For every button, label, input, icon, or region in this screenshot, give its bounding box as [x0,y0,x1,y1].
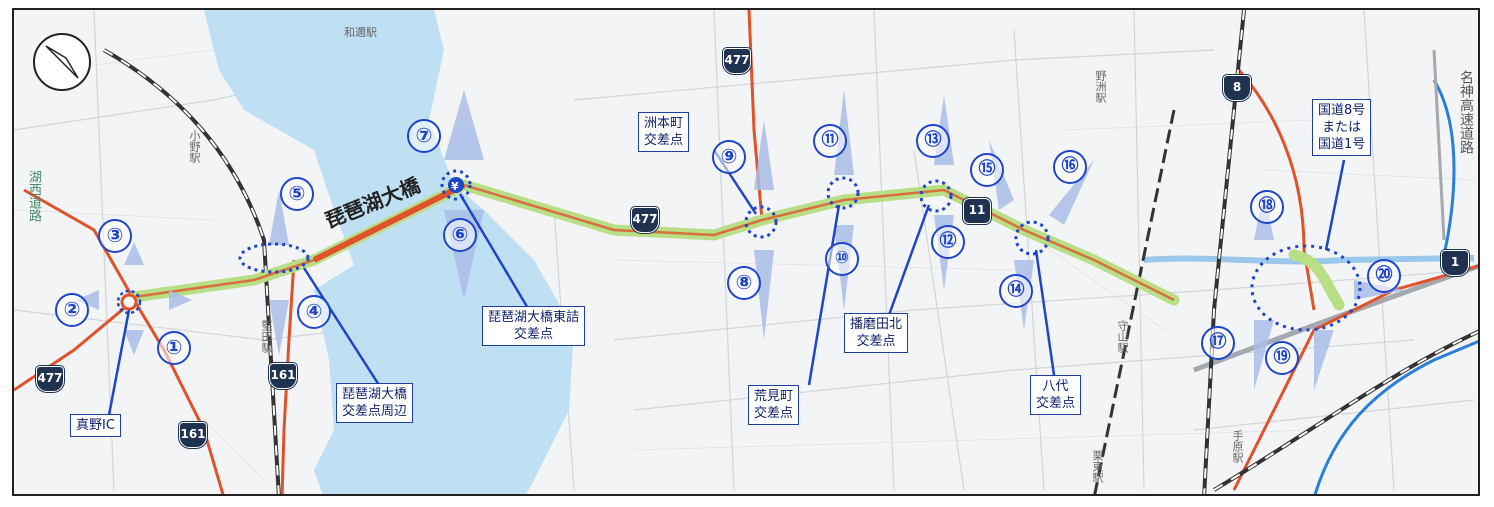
point-9: ⑨ [712,140,746,174]
point-20: ⑳ [1367,259,1401,293]
focus-harimadakita [919,179,953,213]
point-14: ⑭ [999,274,1033,308]
point-8: ⑧ [727,266,761,300]
station-label-tehara: 手原駅 [1231,430,1244,463]
point-17: ⑰ [1201,326,1235,360]
point-12: ⑫ [931,225,965,259]
station-label-ritto: 栗東駅 [1091,450,1104,483]
callout-biwako-bridge-area: 琵琶湖大橋交差点周辺 [336,383,414,423]
callout-mano-ic: 真野IC [70,414,121,437]
road-label-meishin: 名神高速道路 [1458,70,1474,154]
route-477-shield-center: 477 [631,207,659,233]
biwako-bridge [312,182,466,263]
focus-national-route [1250,244,1362,332]
north-arrow-compass [33,33,91,91]
point-16: ⑯ [1053,150,1087,184]
river-south [1313,340,1478,494]
point-7: ⑦ [407,119,441,153]
point-19: ⑲ [1265,341,1299,375]
map-canvas: 琵琶湖大橋 ¥ [14,10,1478,494]
point-10: ⑩ [825,242,859,276]
yen-symbol: ¥ [451,180,459,193]
callout-yashiro: 八代交差点 [1030,375,1082,415]
callout-harimadakita: 播磨田北交差点 [844,313,909,353]
map-frame: 琵琶湖大橋 ¥ 477 477 477 161 161 8 1 11 和邇駅 小… [12,8,1480,496]
route-477-shield-west: 477 [36,366,64,392]
route-161-shield-2: 161 [179,422,207,448]
road-label-kosei: 湖西道路 [26,170,41,222]
callout-suhoncho: 洲本町交差点 [638,112,690,152]
point-18: ⑱ [1250,190,1284,224]
focus-biwako-bridge-area [238,242,310,274]
river-east [1432,79,1475,262]
route-477-shield-north: 477 [723,48,751,74]
focus-suhoncho [744,205,778,239]
route-161-shield-1: 161 [269,363,297,389]
point-5: ⑤ [280,177,314,211]
railways [103,10,1478,494]
point-4: ④ [297,295,331,329]
leader-lines [107,149,1346,416]
river-yasu [1143,255,1475,265]
station-label-katata: 堅田駅 [260,320,273,353]
callout-aramicho: 荒見町交差点 [748,385,800,425]
mano-ic-marker [120,293,138,311]
route-1-shield: 1 [1441,250,1469,276]
focus-yashiro [1014,220,1050,256]
target-route-east [1288,249,1345,311]
point-3: ③ [98,219,132,253]
route-8-shield: 8 [1223,75,1251,101]
point-2: ② [55,293,89,327]
point-1: ① [157,331,191,365]
station-label-yasu: 野洲駅 [1094,70,1107,103]
station-label-wani: 和邇駅 [344,26,377,39]
lake-biwa [204,10,574,494]
point-15: ⑮ [970,153,1004,187]
station-label-ono: 小野駅 [188,130,201,163]
callout-biwako-bridge-east: 琵琶湖大橋東詰交差点 [482,306,586,346]
focus-aramicho [826,176,860,210]
route-11-shield: 11 [963,198,991,224]
station-label-moriyama: 守山駅 [1116,320,1129,353]
point-13: ⑬ [916,124,950,158]
toll-icon [448,177,464,193]
callout-national-route: 国道8号または国道1号 [1312,99,1372,156]
point-6: ⑥ [443,218,477,252]
point-11: ⑪ [813,124,847,158]
